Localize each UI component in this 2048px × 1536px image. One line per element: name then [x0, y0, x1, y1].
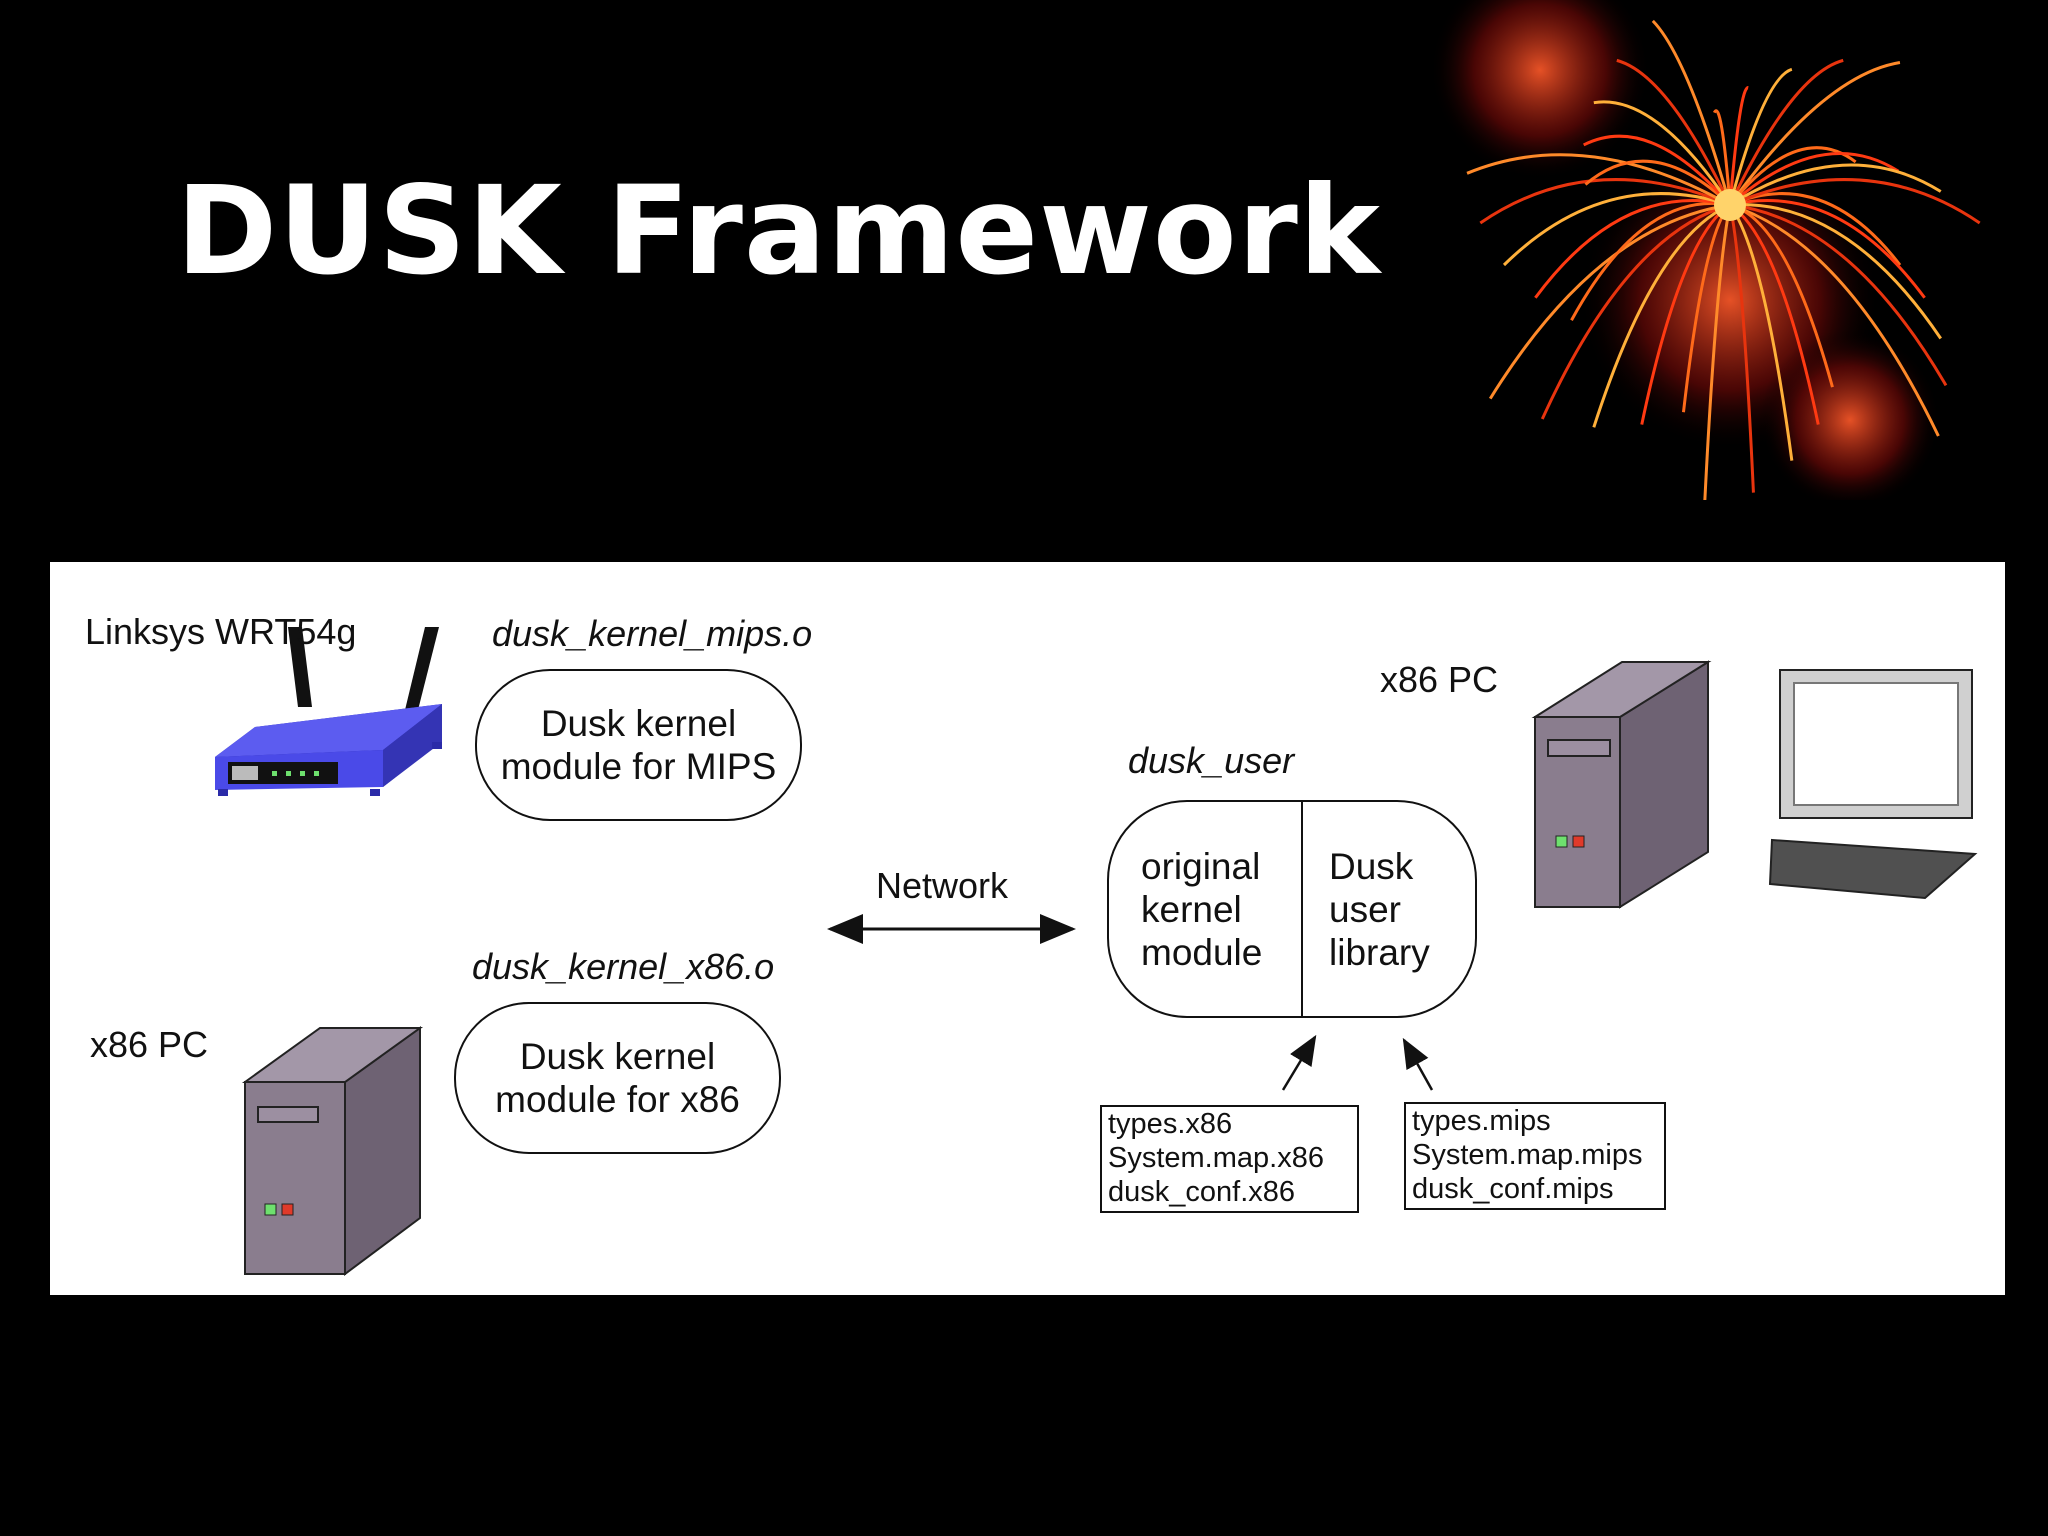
firework-ray: [1583, 134, 1732, 206]
architecture-diagram: Linksys WRT54g dusk_kernel_mips.o Dusk k…: [50, 562, 2005, 1295]
firework-ray: [1703, 204, 1732, 500]
firework-ray: [1729, 152, 1900, 207]
right-pc-label: x86 PC: [1380, 659, 1499, 700]
x86-kernel-module: Dusk kernel module for x86: [454, 1002, 781, 1154]
firework-ray: [1651, 19, 1732, 206]
firework-ray: [1728, 204, 1794, 461]
component-divider: [1301, 802, 1303, 1016]
router-icon: [215, 627, 442, 796]
slide-title: DUSK Framework: [176, 160, 1381, 302]
firework-ray: [1593, 100, 1732, 206]
firework-ray: [1728, 67, 1793, 206]
firework-ray: [1479, 178, 1731, 225]
firework-ray: [1534, 199, 1731, 299]
firework-ray: [1728, 58, 1844, 206]
firework-ray: [1728, 60, 1901, 206]
firework-ray: [1729, 178, 1981, 225]
firework-ray: [1729, 199, 1926, 299]
left-pc-label: x86 PC: [90, 1024, 209, 1065]
firework-ray: [1570, 201, 1731, 321]
mips-module-filename: dusk_kernel_mips.o: [492, 613, 813, 654]
firework-ray: [1729, 203, 1940, 437]
firework-ray: [1729, 203, 1948, 387]
firework-ray: [1728, 86, 1749, 206]
pc-tower-icon: [241, 1026, 424, 1276]
network-label: Network: [876, 865, 1009, 906]
firework-ray: [1502, 192, 1731, 267]
firework-ray: [1584, 159, 1732, 207]
firework-ray: [1466, 153, 1731, 207]
mips-files-box: types.mips System.map.mips dusk_conf.mip…: [1404, 1102, 1666, 1210]
firework-ray: [1592, 203, 1731, 428]
firework-ray: [1728, 204, 1755, 493]
dusk-user-label: dusk_user: [1128, 740, 1295, 781]
dusk-user-component: original kernel module Dusk user library: [1107, 800, 1477, 1018]
x86-module-filename: dusk_kernel_x86.o: [472, 946, 775, 987]
original-kernel-module: original kernel module: [1141, 845, 1263, 973]
firework-ray: [1616, 58, 1732, 206]
firework-ray: [1729, 163, 1942, 207]
x86-files-arrow: [1281, 1034, 1317, 1091]
firework-ray: [1729, 203, 1942, 340]
desktop-computer-icon: [1531, 660, 1978, 909]
mips-kernel-module: Dusk kernel module for MIPS: [475, 669, 802, 821]
dusk-user-library: Dusk user library: [1329, 845, 1430, 973]
firework-ray: [1488, 203, 1731, 400]
router-label: Linksys WRT54g: [85, 611, 357, 652]
firework-ray: [1540, 203, 1731, 420]
x86-files-box: types.x86 System.map.x86 dusk_conf.x86: [1100, 1105, 1359, 1213]
firework-ray: [1712, 109, 1732, 206]
firework-decoration: [1430, 0, 1981, 500]
mips-files-arrow: [1402, 1037, 1434, 1091]
